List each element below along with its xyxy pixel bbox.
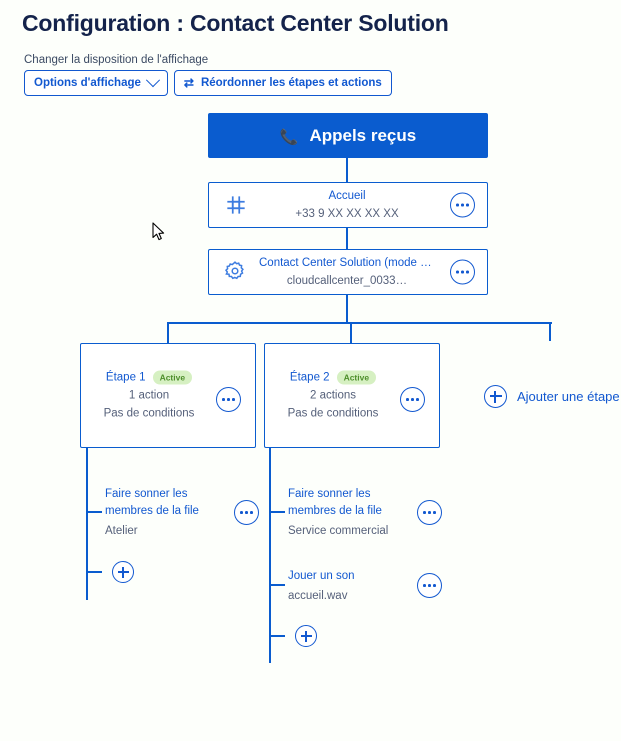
ellipsis-dot bbox=[423, 511, 426, 514]
action-item-step1-1[interactable]: Faire sonner les membres de la file Atel… bbox=[105, 486, 217, 541]
connector-step-2-add-tick bbox=[269, 635, 285, 638]
step-card-2-header: Étape 2 Active bbox=[273, 369, 393, 386]
connector-step-1-action-1-tick bbox=[86, 511, 102, 514]
node-accueil-subtitle: +33 9 XX XX XX XX bbox=[295, 208, 399, 220]
action-item-step1-1-title: Faire sonner les membres de la file bbox=[105, 488, 199, 517]
display-options-label: Options d'affichage bbox=[34, 77, 141, 89]
step-card-2-conditions: Pas de conditions bbox=[287, 407, 379, 419]
step-card-1-name: Étape 1 bbox=[105, 371, 146, 383]
ellipsis-dot bbox=[428, 584, 431, 587]
connector-step-2-spine bbox=[269, 448, 272, 663]
reorder-steps-button[interactable]: ⇄ Réordonner les étapes et actions bbox=[173, 70, 392, 96]
add-step-button[interactable]: Ajouter une étape bbox=[484, 385, 620, 408]
connector-step-2-action-2-tick bbox=[269, 584, 285, 587]
ellipsis-dot bbox=[456, 270, 459, 274]
step-card-1-menu-button[interactable] bbox=[216, 387, 241, 412]
gear-icon bbox=[223, 259, 249, 285]
mouse-pointer-icon bbox=[152, 222, 165, 241]
reorder-steps-label: Réordonner les étapes et actions bbox=[200, 77, 382, 89]
action-item-step2-2[interactable]: Jouer un son accueil.wav bbox=[288, 568, 400, 606]
connector-step-1-add-tick bbox=[86, 571, 102, 574]
swap-arrows-icon: ⇄ bbox=[183, 76, 194, 90]
flow-banner-incoming-calls[interactable]: 📞 Appels reçus bbox=[208, 113, 488, 158]
plus-icon bbox=[484, 385, 507, 408]
step-card-2-name: Étape 2 bbox=[289, 371, 330, 383]
node-accueil-menu-button[interactable] bbox=[450, 192, 475, 218]
ellipsis-dot bbox=[423, 584, 426, 587]
action-item-step2-1-subtitle: Service commercial bbox=[288, 525, 389, 537]
action-item-step2-2-title: Jouer un son bbox=[288, 570, 355, 582]
node-accueil[interactable]: Accueil +33 9 XX XX XX XX bbox=[208, 182, 488, 228]
connector-step-2-action-1-tick bbox=[269, 511, 285, 514]
node-contact-center-solution[interactable]: Contact Center Solution (mode expert) : … bbox=[208, 249, 488, 295]
step-card-2-actions-count: 2 actions bbox=[309, 389, 357, 401]
step-card-2-menu-button[interactable] bbox=[400, 387, 425, 412]
ellipsis-dot bbox=[461, 270, 464, 274]
status-badge: Active bbox=[336, 370, 377, 385]
action-item-step2-1[interactable]: Faire sonner les membres de la file Serv… bbox=[288, 486, 400, 541]
action-item-step2-2-subtitle: accueil.wav bbox=[288, 590, 348, 602]
add-action-button-step-2[interactable] bbox=[295, 625, 317, 647]
node-accueil-title: Accueil bbox=[328, 190, 366, 202]
ellipsis-dot bbox=[250, 511, 253, 514]
ellipsis-dot bbox=[240, 511, 243, 514]
connector-step-1-spine bbox=[86, 448, 89, 600]
step-card-1-actions-count: 1 action bbox=[128, 389, 170, 401]
step-card-2[interactable]: Étape 2 Active 2 actions Pas de conditio… bbox=[264, 343, 440, 448]
ellipsis-dot bbox=[433, 511, 436, 514]
ellipsis-dot bbox=[411, 398, 414, 401]
keypad-hash-icon bbox=[223, 192, 249, 218]
ellipsis-dot bbox=[456, 203, 459, 207]
toolbar-description-label: Changer la disposition de l'affichage bbox=[24, 54, 209, 66]
action-item-step1-1-subtitle: Atelier bbox=[105, 525, 138, 537]
ellipsis-dot bbox=[416, 398, 419, 401]
action-item-step2-1-title: Faire sonner les membres de la file bbox=[288, 488, 382, 517]
page-title: Configuration : Contact Center Solution bbox=[22, 10, 449, 36]
action-item-step2-2-menu-button[interactable] bbox=[417, 573, 442, 598]
status-badge: Active bbox=[152, 370, 193, 385]
ellipsis-dot bbox=[461, 203, 464, 207]
ellipsis-dot bbox=[466, 203, 469, 207]
node-accueil-text: Accueil +33 9 XX XX XX XX bbox=[259, 187, 435, 223]
display-options-button[interactable]: Options d'affichage bbox=[24, 70, 168, 96]
display-toolbar: Options d'affichage ⇄ Réordonner les éta… bbox=[24, 70, 392, 96]
ellipsis-dot bbox=[227, 398, 230, 401]
ellipsis-dot bbox=[466, 270, 469, 274]
ellipsis-dot bbox=[406, 398, 409, 401]
ellipsis-dot bbox=[433, 584, 436, 587]
step-card-1-header: Étape 1 Active bbox=[89, 369, 209, 386]
connector-bus-to-add-step bbox=[549, 322, 552, 341]
step-card-2-body: Étape 2 Active 2 actions Pas de conditio… bbox=[273, 369, 393, 422]
connector-ccs-to-bus bbox=[346, 294, 349, 323]
step-card-1[interactable]: Étape 1 Active 1 action Pas de condition… bbox=[80, 343, 256, 448]
action-item-step2-1-menu-button[interactable] bbox=[417, 500, 442, 525]
ellipsis-dot bbox=[222, 398, 225, 401]
ellipsis-dot bbox=[428, 511, 431, 514]
flow-banner-label: Appels reçus bbox=[309, 125, 417, 145]
add-action-button-step-1[interactable] bbox=[112, 561, 134, 583]
node-ccs-subtitle: cloudcallcenter_0033… bbox=[286, 275, 408, 287]
node-ccs-menu-button[interactable] bbox=[450, 259, 475, 285]
ellipsis-dot bbox=[245, 511, 248, 514]
ellipsis-dot bbox=[232, 398, 235, 401]
step-card-1-body: Étape 1 Active 1 action Pas de condition… bbox=[89, 369, 209, 422]
step-card-1-conditions: Pas de conditions bbox=[103, 407, 195, 419]
node-ccs-title: Contact Center Solution (mode expert) : bbox=[259, 257, 435, 269]
node-ccs-text: Contact Center Solution (mode expert) : … bbox=[259, 254, 435, 290]
phone-handset-icon: 📞 bbox=[279, 128, 299, 146]
add-step-label: Ajouter une étape bbox=[517, 389, 620, 404]
connector-bus-to-step-2 bbox=[350, 322, 353, 343]
connector-accueil-to-ccs bbox=[346, 228, 349, 250]
connector-bus-to-step-1 bbox=[167, 322, 170, 343]
connector-banner-to-accueil bbox=[346, 158, 349, 183]
action-item-step1-1-menu-button[interactable] bbox=[234, 500, 259, 525]
connector-bus-horizontal bbox=[167, 322, 552, 325]
